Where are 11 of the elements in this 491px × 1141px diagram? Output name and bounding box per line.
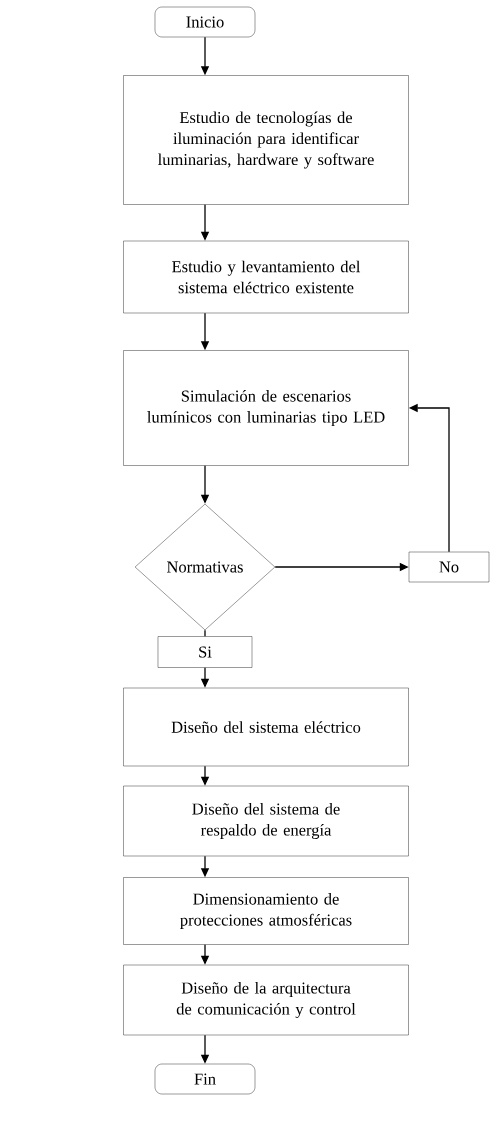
- terminal-box: Inicio: [154, 6, 256, 38]
- process-box: Dimensionamiento de protecciones atmosféricas: [123, 877, 409, 945]
- process-box: Si: [157, 636, 253, 668]
- process-box: Diseño de la arquitectura de comunicación y control: [123, 964, 409, 1036]
- terminal-box: Fin: [154, 1063, 256, 1095]
- process-box: Simulación de escenarios lumínicos con luminarias tipo LED: [123, 350, 409, 466]
- process-box: Diseño del sistema de respaldo de energía: [123, 785, 409, 857]
- process-box: Diseño del sistema eléctrico: [123, 687, 409, 767]
- process-box: No: [408, 551, 490, 583]
- process-box: Estudio de tecnologías de iluminación para identificar luminarias, hardware y software: [123, 75, 409, 205]
- process-box: Estudio y levantamiento del sistema eléctrico existente: [123, 240, 409, 314]
